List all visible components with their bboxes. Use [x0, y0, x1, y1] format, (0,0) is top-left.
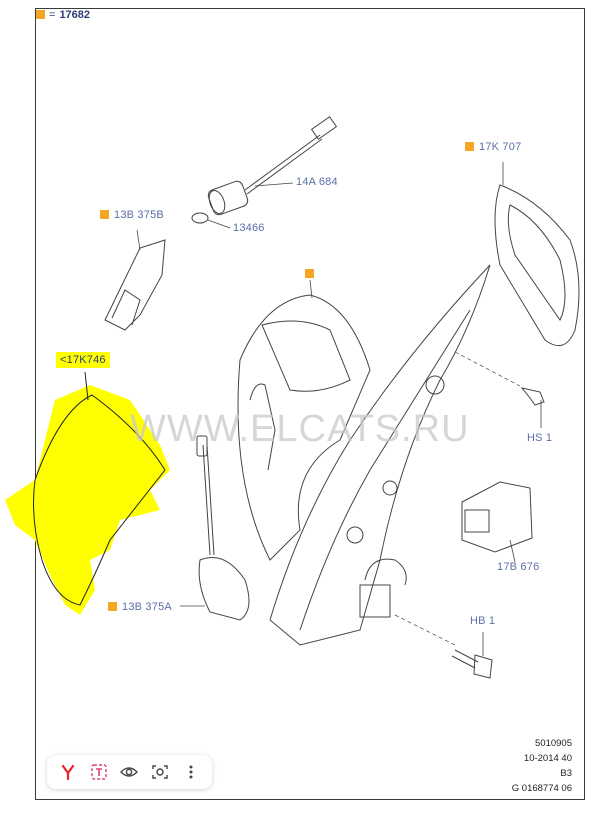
screw-hs1 — [454, 351, 545, 428]
marker-square-icon — [108, 602, 117, 611]
callout-13b375a[interactable]: 13B 375A — [108, 601, 172, 613]
marker-square-icon — [36, 10, 45, 19]
mirror-glass-highlight — [5, 385, 170, 615]
legend: =17682 — [36, 9, 90, 21]
lens-camera-icon[interactable] — [148, 760, 172, 784]
diagram-frame — [35, 8, 585, 800]
callout-13b375b-text: 13B 375B — [114, 209, 164, 221]
bulb-13466 — [191, 212, 231, 229]
marker-square-icon — [305, 269, 314, 278]
cable-14a684 — [207, 116, 338, 216]
switch-17b676 — [461, 481, 533, 563]
callout-hb1[interactable]: HB 1 — [470, 615, 496, 627]
callout-hs1[interactable]: HS 1 — [527, 432, 553, 444]
floating-toolbar — [47, 755, 212, 789]
legend-equals: = — [49, 9, 56, 21]
legend-value: 17682 — [59, 9, 91, 21]
ref-line-3: B3 — [560, 768, 572, 779]
callout-17k707-text: 17K 707 — [479, 141, 522, 153]
ref-line-4: G 0168774 06 — [511, 783, 572, 794]
callout-17b676[interactable]: 17B 676 — [497, 561, 540, 573]
eye-icon[interactable] — [117, 760, 141, 784]
callout-17k707[interactable]: 17K 707 — [465, 141, 521, 153]
frame-17k707 — [494, 162, 580, 347]
marker-square-icon — [465, 142, 474, 151]
mirror-housing — [237, 279, 371, 561]
callout-17k746[interactable]: <17K746 — [56, 352, 110, 368]
lamp-13b375b — [104, 229, 166, 331]
bolt-hb1 — [394, 614, 493, 679]
watermark-text: WWW.ELCATS.RU — [130, 408, 470, 450]
callout-13b375b[interactable]: 13B 375B — [100, 209, 164, 221]
callout-14a684[interactable]: 14A 684 — [296, 176, 338, 188]
lamp-13b375a — [180, 435, 250, 621]
ref-line-2: 10-2014 40 — [523, 753, 572, 764]
mirror-base — [269, 264, 491, 646]
callout-13466[interactable]: 13466 — [233, 222, 265, 234]
callout-13b375a-text: 13B 375A — [122, 601, 172, 613]
text-select-icon[interactable] — [87, 760, 111, 784]
callout-housing[interactable] — [305, 268, 319, 280]
mirror-glass-outline — [33, 394, 166, 606]
marker-square-icon — [100, 210, 109, 219]
more-vertical-icon[interactable] — [179, 760, 203, 784]
yandex-icon[interactable] — [56, 760, 80, 784]
ref-line-1: 5010905 — [535, 738, 572, 749]
